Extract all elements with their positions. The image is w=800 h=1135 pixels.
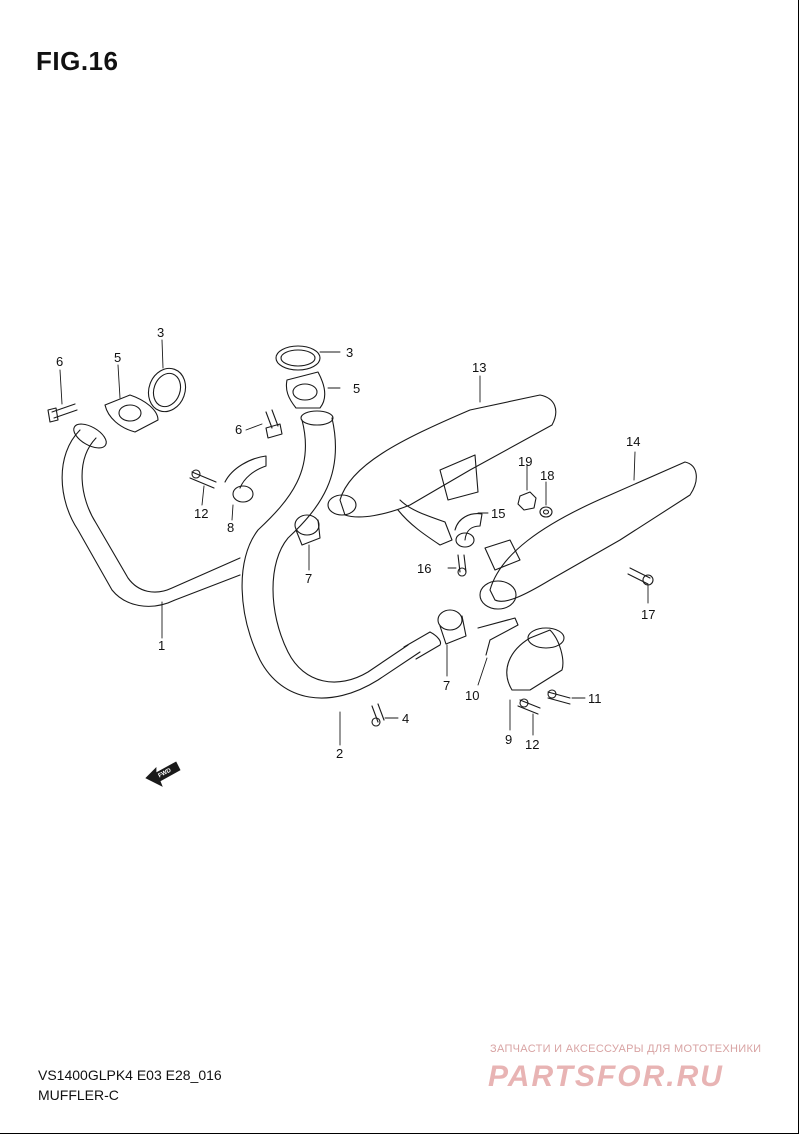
watermark-logo: PARTSFOR.RU	[488, 1060, 724, 1093]
part-nut-19	[517, 491, 537, 511]
callout-8: 8	[227, 520, 234, 535]
part-cap-9	[506, 627, 565, 691]
part-bolt-17	[627, 567, 654, 586]
forward-direction-arrow-icon: FWD	[145, 761, 181, 787]
callout-12a: 12	[194, 506, 208, 521]
callout-4: 4	[402, 711, 409, 726]
part-bolt-16	[457, 554, 467, 577]
callout-15: 15	[491, 506, 505, 521]
part-washer-18	[539, 506, 553, 518]
callout-6a: 6	[56, 354, 63, 369]
part-muffler-13	[327, 394, 557, 546]
callout-17: 17	[641, 607, 655, 622]
part-clamp-15	[454, 513, 483, 548]
callout-19: 19	[518, 454, 532, 469]
footer-section-name: MUFFLER-C	[38, 1087, 119, 1103]
part-flange-5b	[285, 371, 326, 409]
watermark-tagline: ЗАПЧАСТИ И АКСЕССУАРЫ ДЛЯ МОТОТЕХНИКИ	[490, 1043, 762, 1055]
callout-1: 1	[158, 638, 165, 653]
footer-model-code: VS1400GLPK4 E03 E28_016	[38, 1067, 222, 1083]
part-exhaust-pipe-2	[241, 410, 442, 699]
part-gasket-3a	[147, 367, 187, 413]
callout-18: 18	[540, 468, 554, 483]
callout-12b: 12	[525, 737, 539, 752]
callout-10: 10	[465, 688, 479, 703]
callout-2: 2	[336, 746, 343, 761]
callout-6b: 6	[235, 422, 242, 437]
part-bolt-4	[371, 703, 385, 727]
part-gasket-3b	[275, 345, 321, 371]
callout-3b: 3	[346, 345, 353, 360]
callout-3a: 3	[157, 325, 164, 340]
callout-13: 13	[472, 360, 486, 375]
figure-title: FIG.16	[36, 46, 119, 76]
part-exhaust-pipe-1	[61, 423, 241, 607]
callout-9: 9	[505, 732, 512, 747]
part-bolt-12b	[517, 698, 541, 715]
part-clamp-8	[224, 455, 267, 503]
part-muffler-14	[479, 461, 697, 610]
callout-11: 11	[588, 691, 602, 706]
callout-7b: 7	[443, 678, 450, 693]
part-bracket-10	[477, 617, 519, 656]
part-connector-7a	[294, 514, 321, 546]
callout-5a: 5	[114, 350, 121, 365]
part-flange-5a	[104, 394, 159, 433]
part-bolt-11	[547, 689, 571, 705]
leader-lines	[59, 339, 649, 746]
callout-16: 16	[417, 561, 431, 576]
part-bolt-6a	[47, 403, 78, 423]
callout-14: 14	[626, 434, 640, 449]
part-bolt-6b	[265, 409, 283, 439]
watermark-brand: PARTSFOR.RU	[488, 1060, 724, 1093]
callout-5b: 5	[353, 381, 360, 396]
part-connector-7b	[437, 609, 467, 645]
callout-numbers: 1 2 3 3 4 5 5 6 6 7 7 8 9 10 11 12 12 13…	[56, 325, 655, 761]
part-bolt-12a	[189, 469, 217, 489]
callout-7a: 7	[305, 571, 312, 586]
